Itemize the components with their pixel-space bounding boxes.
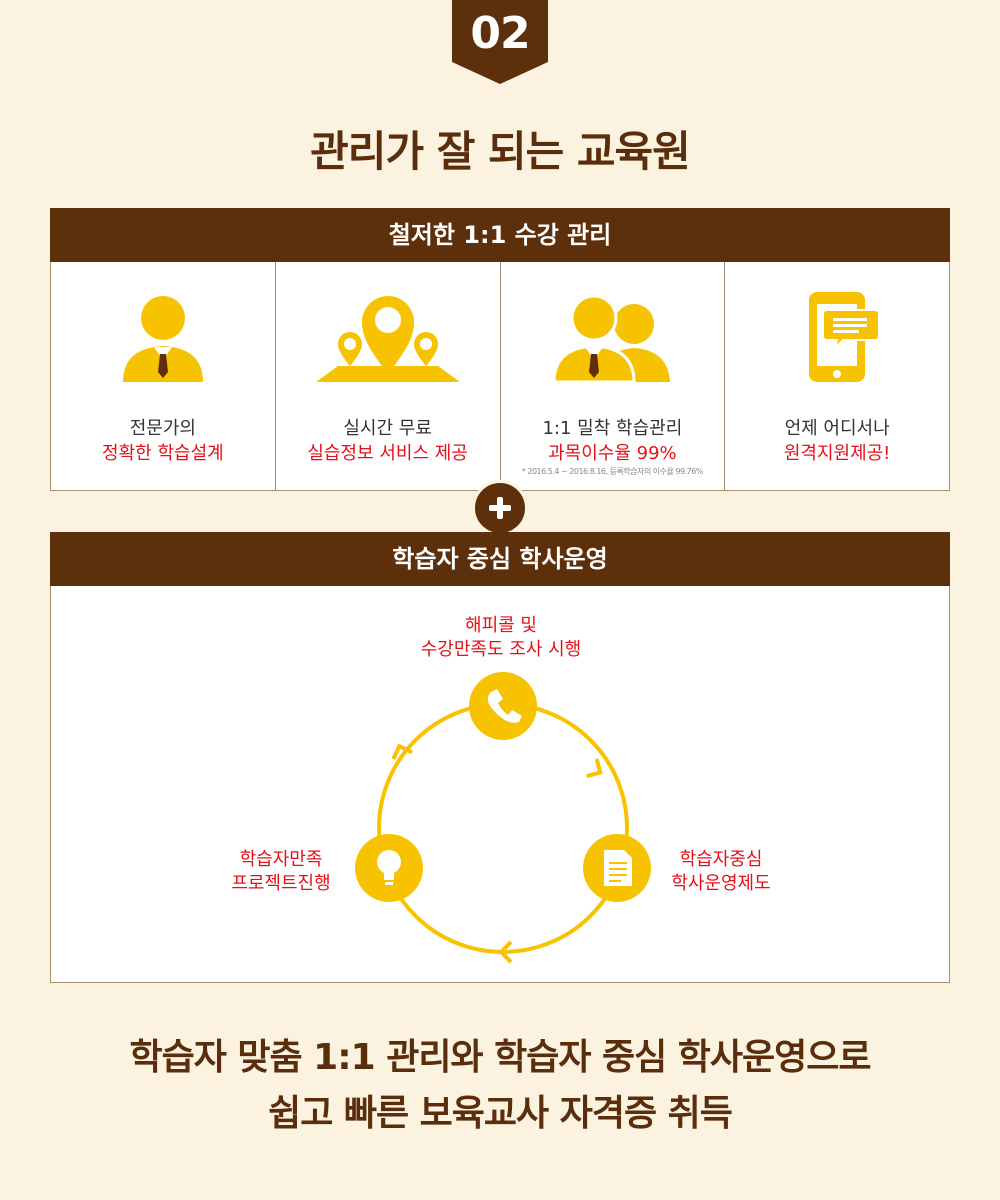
feature-line2: 과목이수율 99% bbox=[548, 443, 677, 464]
label-line: 프로젝트진행 bbox=[231, 873, 331, 894]
feature-line2: 정확한 학습설계 bbox=[102, 443, 224, 464]
feature-line1: 전문가의 bbox=[129, 418, 196, 439]
map-pin-icon bbox=[276, 290, 500, 390]
feature-line1: 1:1 밀착 학습관리 bbox=[542, 418, 683, 439]
footer-slogan: 학습자 맞춤 1:1 관리와 학습자 중심 학사운영으로 쉽고 빠른 보육교사 … bbox=[0, 1030, 1000, 1142]
cycle-diagram bbox=[355, 672, 651, 964]
feature-cell-practice: 실시간 무료 실습정보 서비스 제공 bbox=[276, 262, 501, 490]
lightbulb-icon bbox=[355, 834, 423, 902]
document-icon bbox=[583, 834, 651, 902]
phone-icon bbox=[469, 672, 537, 740]
label-line: 수강만족도 조사 시행 bbox=[420, 639, 582, 660]
label-line: 해피콜 및 bbox=[465, 615, 537, 636]
mobile-chat-icon bbox=[725, 290, 949, 390]
label-line: 학습자만족 bbox=[239, 849, 323, 870]
label-line: 학사운영제도 bbox=[671, 873, 771, 894]
people-icon bbox=[501, 290, 725, 390]
panel1-header: 철저한 1:1 수강 관리 bbox=[50, 208, 950, 262]
page-title: 관리가 잘 되는 교육원 bbox=[310, 127, 691, 176]
feature-line2: 원격지원제공! bbox=[783, 443, 891, 464]
feature-line1: 실시간 무료 bbox=[343, 418, 432, 439]
footer-line2: 쉽고 빠른 보육교사 자격증 취득 bbox=[268, 1093, 733, 1134]
project-label: 학습자만족 프로젝트진행 bbox=[201, 848, 361, 896]
system-label: 학습자중심 학사운영제도 bbox=[641, 848, 801, 896]
plus-icon bbox=[472, 480, 528, 536]
teacher-icon bbox=[51, 290, 275, 390]
cycle-panel: 해피콜 및 수강만족도 조사 시행 학습자만족 프로젝트진행 학습자중심 학사운… bbox=[50, 586, 950, 983]
feature-line1: 언제 어디서나 bbox=[784, 418, 890, 439]
section-number: 02 bbox=[470, 8, 530, 59]
label-line: 학습자중심 bbox=[679, 849, 763, 870]
feature-cell-remote: 언제 어디서나 원격지원제공! bbox=[725, 262, 949, 490]
feature-cell-management: 1:1 밀착 학습관리 과목이수율 99% * 2016.5.4 ~ 2016.… bbox=[501, 262, 726, 490]
feature-line2: 실습정보 서비스 제공 bbox=[307, 443, 468, 464]
feature-cells: 전문가의 정확한 학습설계 실시간 무료 실습정보 서비스 제공 bbox=[50, 262, 950, 491]
feature-cell-expert: 전문가의 정확한 학습설계 bbox=[51, 262, 276, 490]
panel2-header: 학습자 중심 학사운영 bbox=[50, 532, 950, 586]
section-number-badge: 02 bbox=[452, 0, 548, 84]
footer-line1: 학습자 맞춤 1:1 관리와 학습자 중심 학사운영으로 bbox=[129, 1037, 872, 1078]
happy-call-label: 해피콜 및 수강만족도 조사 시행 bbox=[401, 614, 601, 662]
feature-footnote: * 2016.5.4 ~ 2016.8.16, 등록학습자의 이수율 99.76… bbox=[521, 467, 704, 476]
